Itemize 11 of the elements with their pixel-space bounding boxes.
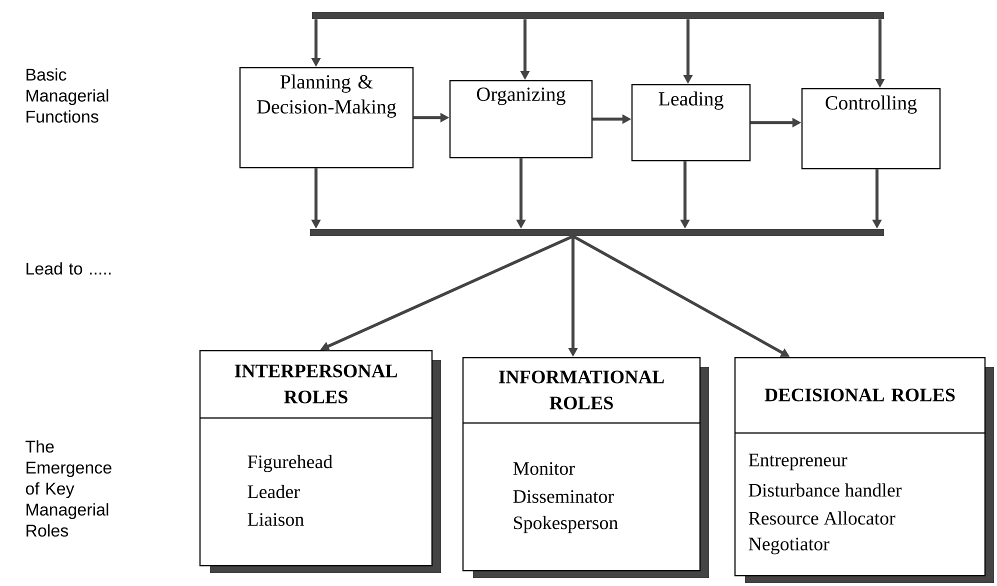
side-label: Basic Managerial Functions: [26, 68, 108, 123]
function-box: Leading: [631, 84, 751, 162]
side-label: Lead to .....: [26, 262, 111, 275]
function-box: Planning & Decision-Making: [239, 67, 414, 168]
function-box: Controlling: [801, 88, 941, 170]
role-box: DECISIONAL ROLES Entrepreneur Disturbance handler Resource Allocator Negotiator: [734, 357, 994, 583]
side-label: The Emergence of Key Managerial Roles: [26, 440, 112, 537]
role-box: INTERPERSONAL ROLES Figurehead Leader Liaison: [199, 350, 441, 573]
bus-bar: [312, 12, 884, 19]
role-box: INFORMATIONAL ROLES Monitor Disseminator Spokesperson: [462, 357, 709, 578]
function-box: Organizing: [449, 80, 593, 158]
